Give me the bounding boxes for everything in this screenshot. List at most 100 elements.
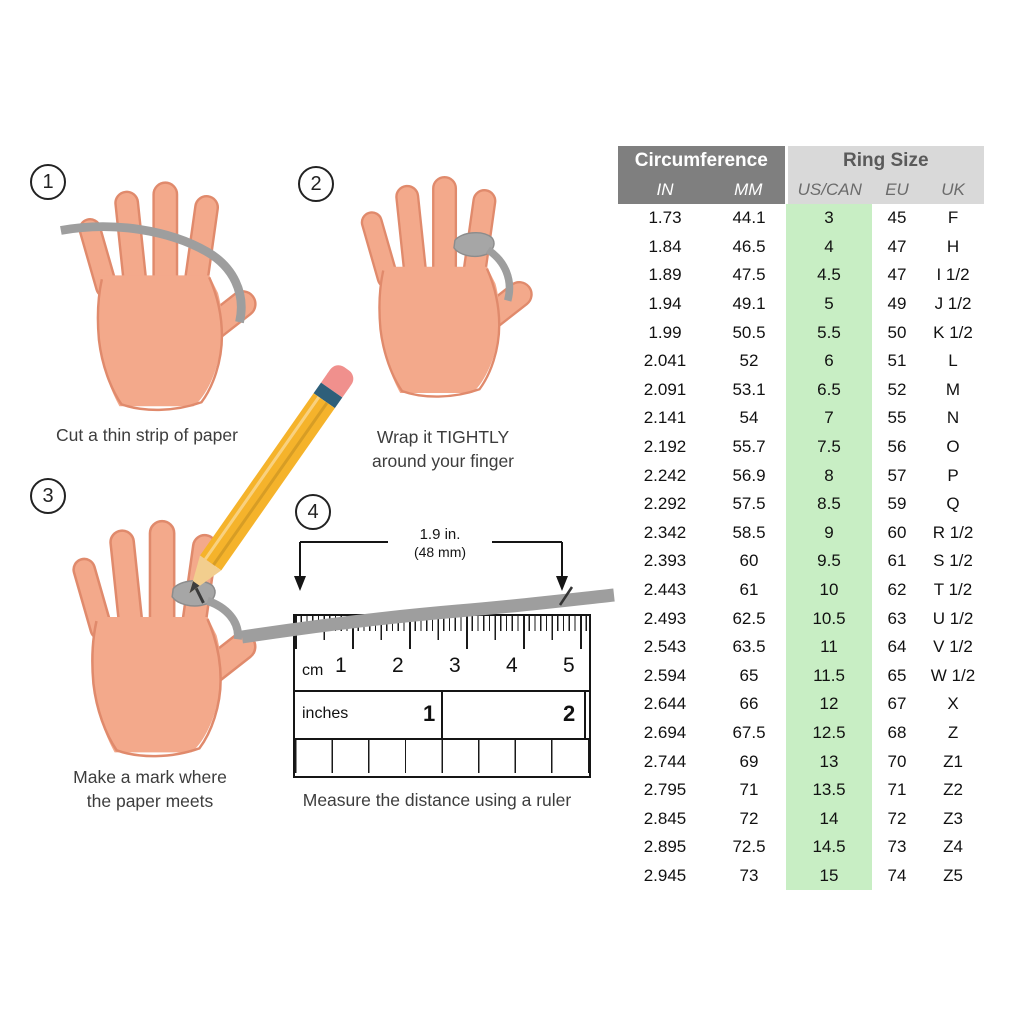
table-cell: 56.9 (732, 465, 766, 485)
cm-number: 5 (563, 654, 575, 677)
measured-paper-strip (241, 586, 615, 644)
table-cell: 11 (786, 632, 872, 662)
arrow-down-right-icon (556, 576, 568, 591)
table-cell: 66 (739, 694, 759, 714)
dimension-annotation: 1.9 in. (48 mm) (294, 524, 568, 591)
hand-illustration-step-3 (69, 519, 260, 758)
table-cell: 14.5 (786, 833, 872, 862)
cm-number: 2 (392, 654, 404, 677)
table-cell: L (948, 351, 958, 371)
table-cell: F (947, 208, 959, 228)
table-cell: 9 (786, 518, 872, 548)
table-cell: 2.594 (643, 665, 687, 685)
table-cell: 11.5 (786, 661, 872, 691)
table-cell: 2.644 (643, 694, 687, 714)
table-cell: Z3 (943, 808, 963, 828)
table-cell: 2.242 (643, 465, 687, 485)
mark-on-strip (558, 586, 574, 606)
table-cell: 1.99 (648, 322, 682, 342)
table-cell: 2.292 (643, 494, 687, 514)
table-cell: 70 (887, 751, 907, 771)
step-1-number: 1 (30, 164, 66, 200)
table-cell: V 1/2 (933, 637, 973, 657)
table-cell: 47 (887, 236, 907, 256)
table-cell: 58.5 (732, 522, 766, 542)
table-cell: 4 (786, 232, 872, 262)
table-cell: 50 (887, 322, 907, 342)
table-cell: 49.1 (732, 294, 766, 314)
table-cell: 2.795 (643, 780, 687, 800)
table-cell: 2.694 (643, 722, 687, 742)
cm-number: 4 (506, 654, 518, 677)
table-cell: 13 (786, 747, 872, 776)
table-cell: 63.5 (732, 637, 766, 657)
table-cell: P (947, 465, 959, 485)
table-cell: 54 (739, 408, 759, 428)
table-cell: O (946, 437, 960, 457)
table-cell: 1.73 (648, 208, 682, 228)
table-cell: 55 (887, 408, 907, 428)
table-cell: 3 (786, 204, 872, 233)
table-cell: 65 (739, 665, 759, 685)
table-cell: 72 (739, 808, 759, 828)
table-cell: 10.5 (786, 604, 872, 633)
table-cell: 44.1 (732, 208, 766, 228)
table-cell: I 1/2 (936, 265, 970, 285)
table-cell: 14 (786, 804, 872, 834)
table-cell: 8 (786, 461, 872, 490)
table-cell: 67 (887, 694, 907, 714)
table-cell: S 1/2 (933, 551, 973, 571)
table-cell: 71 (739, 780, 759, 800)
table-cell: 12 (786, 690, 872, 719)
table-cell: 2.895 (643, 837, 687, 857)
table-cell: 15 (786, 861, 872, 891)
table-cell: 52 (887, 379, 907, 399)
table-cell: 68 (887, 722, 907, 742)
table-cell: Z5 (943, 865, 963, 885)
table-cell: 2.393 (643, 551, 687, 571)
table-cell: 2.945 (643, 865, 687, 885)
table-cell: 2.493 (643, 608, 687, 628)
step-2-number-label: 2 (310, 172, 322, 195)
table-cell: 62.5 (732, 608, 766, 628)
table-cell: 73 (739, 865, 759, 885)
table-cell: Z2 (943, 780, 963, 800)
cm-number: 1 (335, 654, 347, 677)
ring-size-header: Ring Size (786, 146, 985, 176)
inches-unit-label: inches (302, 705, 349, 722)
table-cell: 2.192 (643, 437, 687, 457)
col-header-mm: MM (712, 176, 788, 204)
table-cell: 5.5 (786, 318, 872, 347)
col-header-uk: UK (922, 176, 985, 204)
paper-strip-step-1 (60, 222, 246, 324)
table-cell: 5 (786, 289, 872, 319)
table-cell: 52 (739, 351, 759, 371)
circumference-header: Circumference (618, 146, 788, 176)
step-2-caption: Wrap it TIGHTLY around your finger (371, 427, 515, 471)
table-cell: Q (946, 494, 960, 514)
paper-tail-step-3 (206, 597, 242, 640)
table-cell: R 1/2 (932, 522, 974, 542)
table-cell: 59 (887, 494, 907, 514)
table-cell: 60 (887, 522, 907, 542)
strip-length-mm: (48 mm) (414, 544, 466, 560)
paper-tail-step-2 (485, 246, 514, 302)
table-cell: H (946, 236, 960, 256)
table-cell: 2.543 (643, 637, 687, 657)
table-cell: 72 (887, 808, 907, 828)
table-cell: 47 (887, 265, 907, 285)
group-header-row: Circumference Ring Size (618, 146, 985, 176)
table-cell: Z4 (943, 837, 963, 857)
step-3-number-label: 3 (42, 484, 54, 507)
